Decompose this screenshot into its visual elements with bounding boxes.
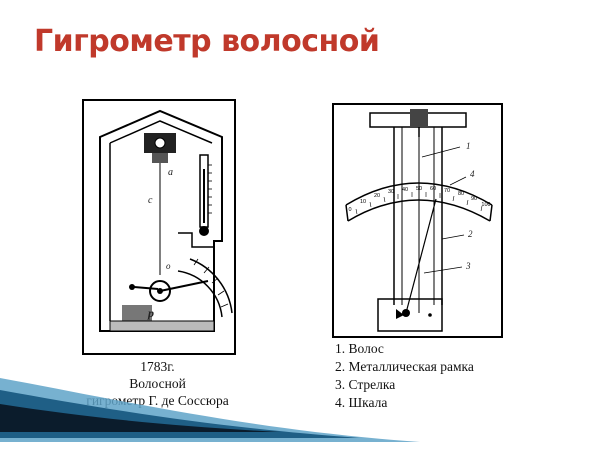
saussure-hygrometer-figure: a c o p [82,99,236,355]
scale-number-40: 40 [402,187,408,193]
legend-item-scale: 4. Шкала [335,395,388,410]
slide-title: Гигрометр волосной [34,24,380,59]
parts-legend: 1. Волос 2. Металлическая рамка 3. Стрел… [335,340,474,412]
label-a: a [168,167,173,178]
hair-hygrometer-schematic: 0 10 20 30 40 50 60 70 80 90 100 1 4 2 3 [332,103,503,338]
saussure-hygrometer-drawing: a c o p [82,99,236,355]
label-p: p [147,306,154,320]
scale-number-30: 30 [388,189,394,195]
scale-number-90: 90 [471,196,477,202]
scale-number-10: 10 [360,199,366,205]
label-c: c [148,195,153,206]
caption-line-year: 1783г. [140,359,175,374]
hair-hygrometer-schematic-drawing: 0 10 20 30 40 50 60 70 80 90 100 1 4 2 3 [332,103,503,338]
caption-line-type: Волосной [129,376,186,391]
callout-2: 2 [468,229,473,239]
scale-number-60: 60 [430,186,436,192]
legend-item-hair: 1. Волос [335,341,384,356]
scale-number-70: 70 [444,188,450,194]
legend-item-pointer: 3. Стрелка [335,377,396,392]
label-o: o [166,261,171,271]
swoosh-dark-band [0,404,280,432]
decorative-swoosh [0,378,420,442]
callout-4: 4 [470,169,475,179]
legend-item-frame: 2. Металлическая рамка [335,359,474,374]
scale-number-80: 80 [458,191,464,197]
scale-number-20: 20 [374,193,380,199]
scale-number-0: 0 [348,207,351,213]
scale-number-100: 100 [481,202,490,208]
callout-3: 3 [465,261,471,271]
callout-1: 1 [466,141,471,151]
scale-number-50: 50 [416,186,422,192]
